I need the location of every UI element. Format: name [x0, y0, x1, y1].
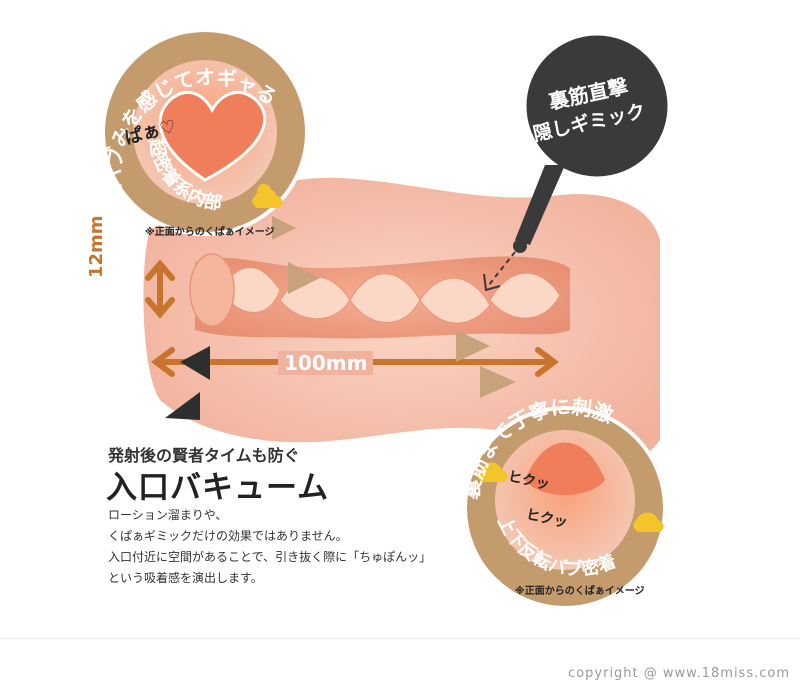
length-label: 100mm — [278, 351, 374, 375]
feature-body: ローション溜まりや、 くぱぁギミックだけの効果ではありません。 入口付近に空間が… — [108, 505, 431, 589]
badge-top-right — [483, 32, 671, 292]
badge-bottom-right — [463, 406, 667, 610]
feature-line: ローション溜まりや、 — [108, 508, 228, 522]
inner-ridges — [219, 267, 561, 324]
feature-title: 入口バキューム — [106, 470, 330, 506]
duck-icon-3 — [633, 512, 664, 532]
duck-icon-2 — [477, 462, 508, 482]
feature-line: 入口付近に空間があることで、引き抜く際に「ちゅぽんッ」 — [108, 550, 432, 564]
heart-icon — [158, 90, 266, 182]
tan-triangle-marker-3 — [480, 366, 516, 398]
dark-triangle-marker — [180, 346, 210, 380]
height-label: 12mm — [86, 215, 107, 278]
feature-line: という吸着感を演出します。 — [108, 571, 263, 585]
pointer-arrowhead — [483, 273, 501, 292]
footer-divider — [0, 638, 800, 639]
height-dimension-arrow — [145, 259, 175, 319]
dark-triangle-marker-2 — [165, 392, 200, 420]
badge-top-left — [101, 28, 309, 236]
badge-top-left-caption: ※正面からのくぱぁイメージ — [145, 227, 275, 238]
tan-triangle-marker — [288, 262, 320, 294]
entrance-bulb — [189, 253, 235, 327]
badge-pointer — [515, 165, 565, 245]
feature-line: くぱぁギミックだけの効果ではありません。 — [108, 529, 348, 543]
tan-triangle-marker-2 — [456, 330, 490, 362]
badge-bottom-right-caption: ※正面からのくぱぁイメージ — [515, 586, 645, 597]
feature-subtitle: 発射後の賢者タイムも防ぐ — [108, 446, 300, 465]
copyright-text: copyright @ www.18miss.com — [568, 666, 790, 681]
inner-flap-icon — [525, 442, 605, 495]
dashed-pointer-line — [487, 251, 516, 287]
tan-triangle-marker-4 — [272, 216, 296, 240]
